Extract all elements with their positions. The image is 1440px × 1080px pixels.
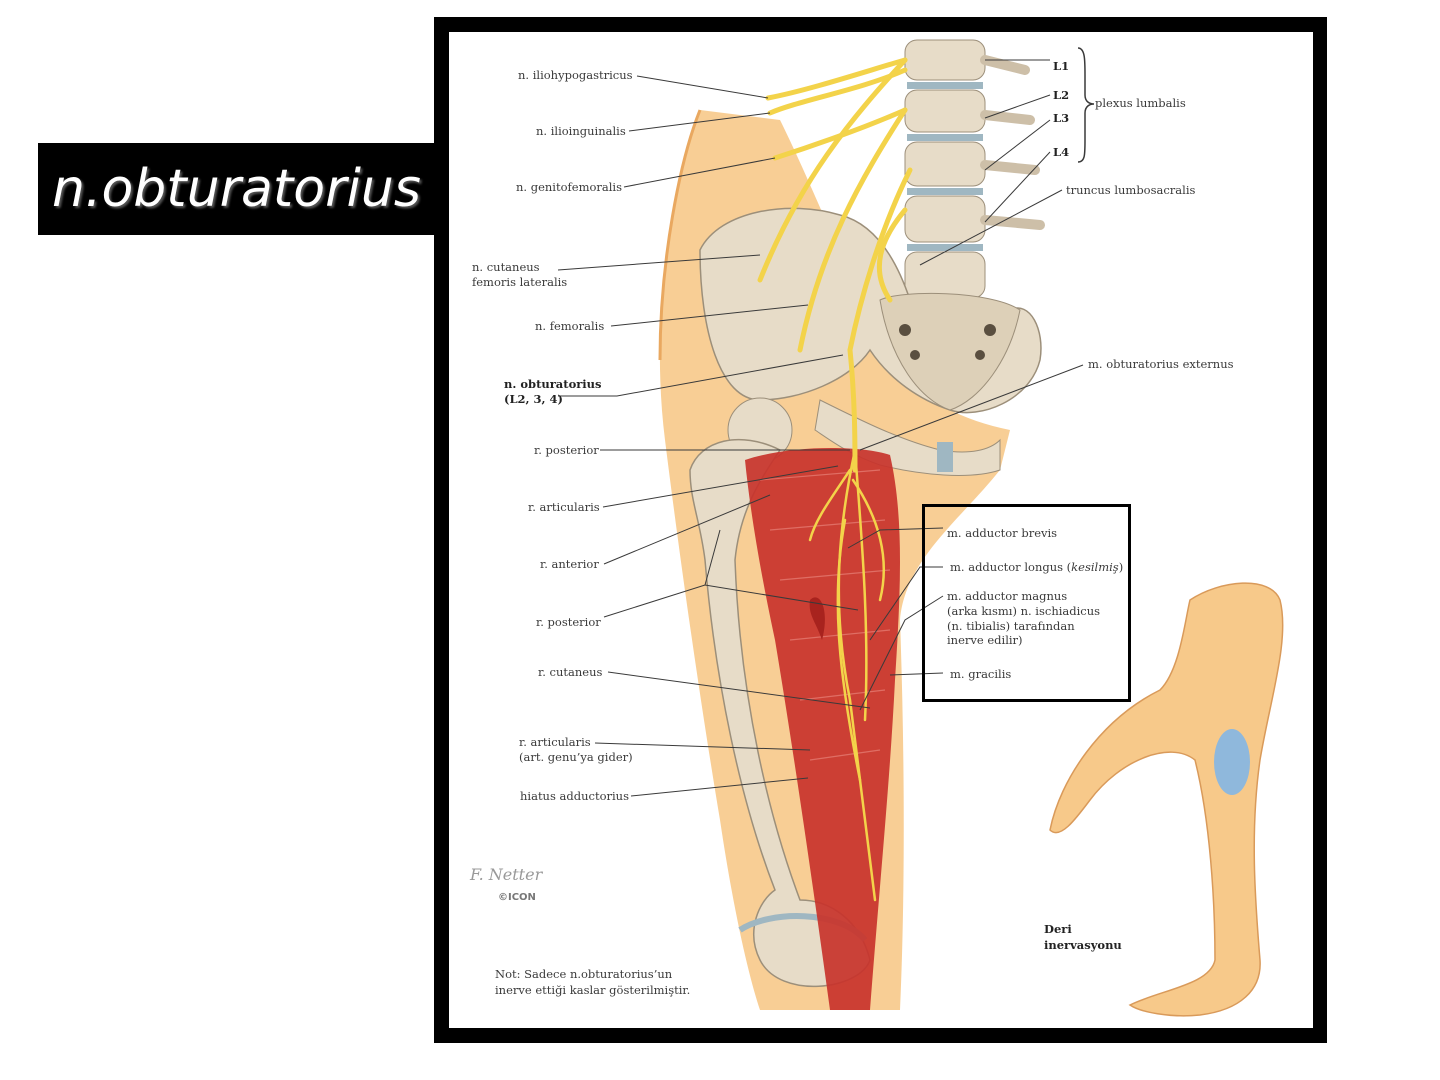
anatomy-illustration: n. iliohypogastricus n. ilioinguinalis n… [469, 39, 1284, 1017]
label-genitofemoralis: n. genitofemoralis [516, 180, 622, 194]
anatomy-panel: n. iliohypogastricus n. ilioinguinalis n… [449, 32, 1313, 1028]
leader-lines [557, 59, 1084, 797]
label-adductor-magnus-line1: m. adductor magnus [947, 589, 1067, 603]
adductor-label-box [922, 504, 1131, 702]
label-r-articularis-lower-line2: (art. genu’ya gider) [519, 750, 633, 764]
label-L4: L4 [1053, 145, 1069, 159]
slide-title: n.obturatorius [52, 159, 421, 219]
label-r-articularis-upper: r. articularis [528, 500, 600, 514]
netter-signature: F. Netter [469, 865, 544, 884]
label-hiatus-adductorius: hiatus adductorius [520, 789, 629, 803]
label-r-anterior: r. anterior [540, 557, 599, 571]
label-truncus-lumbosacralis: truncus lumbosacralis [1066, 183, 1196, 197]
label-L3: L3 [1053, 111, 1069, 125]
lumbar-plexus-nerves [757, 57, 913, 473]
label-r-articularis-lower-line1: r. articularis [519, 735, 591, 749]
label-cutaneus-line2: femoris lateralis [472, 275, 567, 289]
label-obturatorius-externus: m. obturatorius externus [1088, 357, 1234, 371]
label-inervasyonu: inervasyonu [1044, 938, 1122, 952]
obturator-branches [808, 448, 886, 902]
adductor-muscles [745, 448, 900, 1010]
label-adductor-magnus-line2: (arka kısmı) n. ischiadicus [947, 604, 1100, 618]
label-L1: L1 [1053, 59, 1069, 73]
label-L2: L2 [1053, 88, 1069, 102]
note-line1: Not: Sadece n.obturatorius’un [495, 967, 673, 981]
label-adductor-longus: m. adductor longus (kesilmiş) [950, 560, 1123, 574]
lumbar-spine [904, 39, 1045, 299]
label-obturatorius-line1: n. obturatorius [504, 377, 602, 391]
slide-title-box: n.obturatorius [38, 143, 435, 235]
label-plexus-lumbalis: plexus lumbalis [1095, 96, 1186, 110]
note-line2: inerve ettiği kaslar gösterilmiştir. [495, 983, 690, 997]
sacrum [879, 292, 1021, 411]
label-adductor-magnus-line3: (n. tibialis) tarafından [947, 619, 1075, 633]
cutaneous-area [1214, 729, 1250, 795]
label-gracilis: m. gracilis [950, 667, 1011, 681]
leg-inset [1049, 582, 1284, 1017]
label-femoralis: n. femoralis [535, 319, 604, 333]
label-ilioinguinalis: n. ilioinguinalis [536, 124, 626, 138]
label-r-posterior-lower: r. posterior [536, 615, 601, 629]
label-deri: Deri [1044, 922, 1072, 936]
label-obturatorius-line2: (L2, 3, 4) [504, 392, 563, 406]
label-r-posterior-upper: r. posterior [534, 443, 599, 457]
label-cutaneus-line1: n. cutaneus [472, 260, 540, 274]
label-iliohypogastricus: n. iliohypogastricus [518, 68, 633, 82]
label-adductor-brevis: m. adductor brevis [947, 526, 1057, 540]
label-r-cutaneus: r. cutaneus [538, 665, 602, 679]
plexus-brace [1077, 47, 1095, 163]
label-adductor-magnus-line4: inerve edilir) [947, 633, 1023, 647]
icon-logo: ©ICON [498, 892, 536, 903]
